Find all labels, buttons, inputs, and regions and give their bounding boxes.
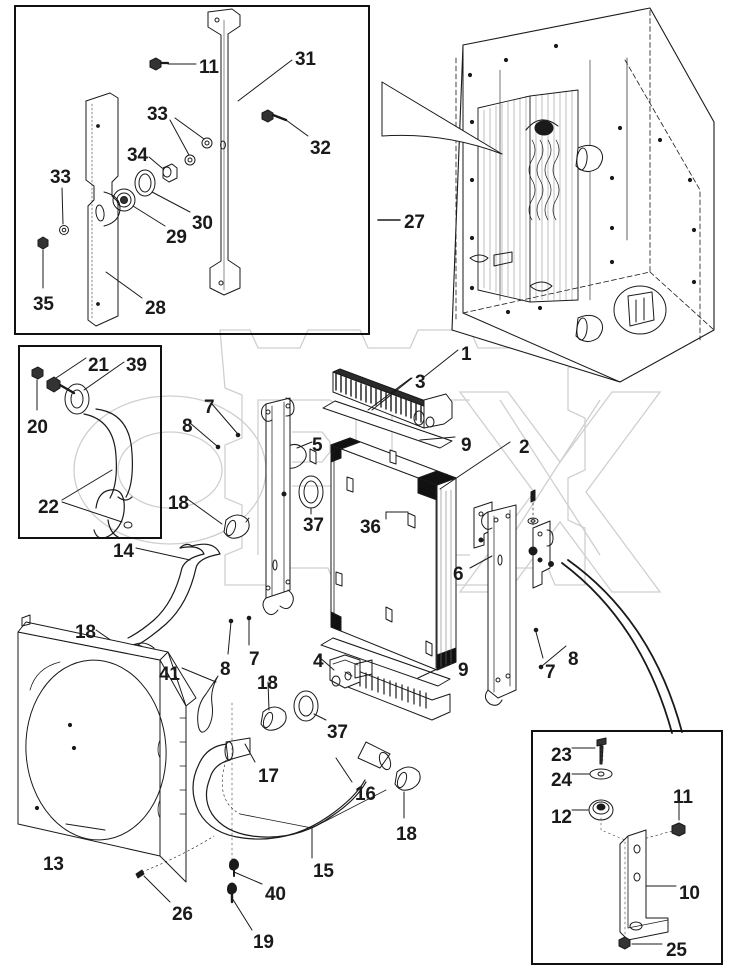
callout-29: 29 [166, 227, 187, 248]
callout-8b: 8 [220, 659, 231, 680]
callout-37a: 37 [303, 515, 324, 536]
callout-33b: 33 [50, 167, 71, 188]
callout-11: 11 [199, 57, 219, 78]
callout-7c: 7 [545, 662, 556, 683]
callout-16: 16 [355, 784, 376, 805]
callout-13: 13 [43, 854, 64, 875]
callout-27: 27 [404, 212, 425, 233]
callout-9a: 9 [461, 435, 472, 456]
callout-18d: 18 [396, 824, 417, 845]
callout-18c: 18 [257, 673, 278, 694]
callout-7a: 7 [204, 397, 215, 418]
callout-36: 36 [360, 517, 381, 538]
upper-left-detail-panel [14, 5, 370, 335]
callout-25: 25 [666, 940, 687, 961]
callout-2: 2 [519, 437, 530, 458]
callout-26: 26 [172, 904, 193, 925]
callout-18b: 18 [75, 622, 96, 643]
callout-37b: 37 [327, 722, 348, 743]
callout-22: 22 [38, 497, 59, 518]
callout-23: 23 [551, 745, 572, 766]
callout-20: 20 [27, 417, 48, 438]
callout-21: 21 [88, 355, 109, 376]
mid-left-detail-panel [18, 345, 162, 539]
callout-12: 12 [551, 807, 572, 828]
callout-1: 1 [461, 344, 472, 365]
callout-40: 40 [265, 884, 286, 905]
callout-39: 39 [126, 355, 147, 376]
callout-41: 41 [159, 664, 180, 685]
callout-33a: 33 [147, 104, 168, 125]
callout-19: 19 [253, 932, 274, 953]
callout-30: 30 [192, 213, 213, 234]
callout-31: 31 [295, 49, 316, 70]
callout-3: 3 [415, 372, 426, 393]
callout-28: 28 [145, 298, 166, 319]
callout-6: 6 [453, 564, 464, 585]
callout-8a: 8 [182, 416, 193, 437]
lower-right-detail-panel [531, 730, 723, 965]
callout-32: 32 [310, 138, 331, 159]
callout-4: 4 [313, 651, 324, 672]
callout-11b: 11 [673, 787, 693, 808]
callout-18a: 18 [168, 493, 189, 514]
callout-15: 15 [313, 861, 334, 882]
callout-9b: 9 [458, 660, 469, 681]
callout-7b: 7 [249, 649, 260, 670]
callout-24: 24 [551, 770, 572, 791]
callout-10: 10 [679, 883, 700, 904]
callout-35: 35 [33, 294, 54, 315]
callout-5: 5 [312, 435, 323, 456]
callout-14: 14 [113, 541, 134, 562]
callout-34: 34 [127, 145, 148, 166]
callout-8c: 8 [568, 649, 579, 670]
callout-17: 17 [258, 766, 279, 787]
